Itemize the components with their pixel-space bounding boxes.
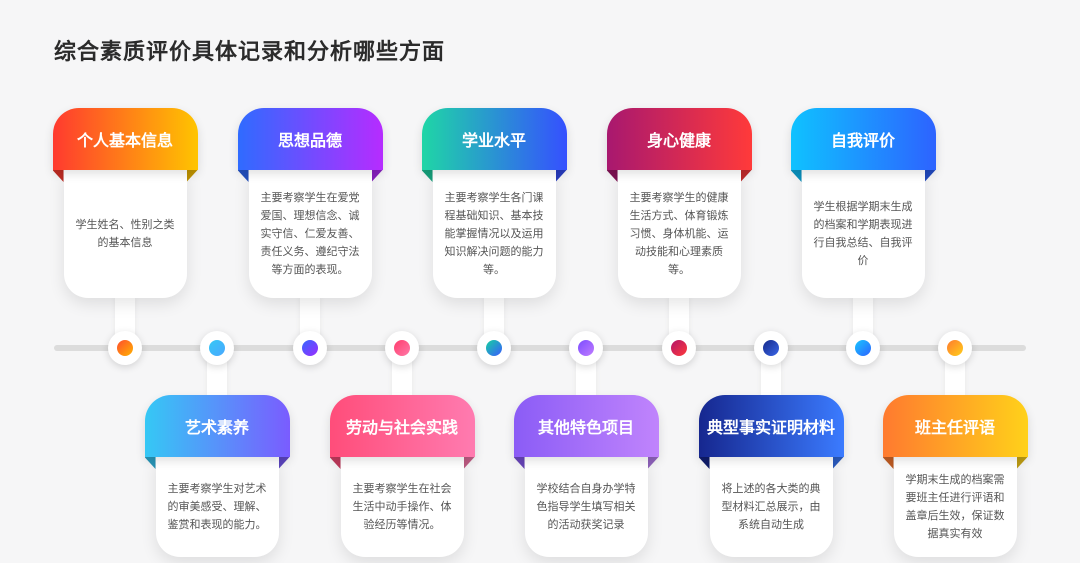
card-description: 学校结合自身办学特色指导学生填写相关的活动获奖记录	[524, 457, 648, 557]
ribbon-fold-left	[421, 170, 433, 182]
card-description: 将上述的各大类的典型材料汇总展示，由系统自动生成	[709, 457, 833, 557]
card-title: 典型事实证明材料	[706, 418, 835, 437]
card-description: 主要考察学生对艺术的审美感受、理解、鉴赏和表现的能力。	[155, 457, 279, 557]
card-title: 思想品德	[277, 131, 342, 150]
timeline-dot	[763, 340, 779, 356]
timeline-node	[662, 331, 696, 365]
card-title: 自我评价	[830, 131, 895, 150]
card-description: 主要考察学生各门课程基础知识、基本技能掌握情况以及运用知识解决问题的能力等。	[432, 170, 556, 298]
ribbon-fold-left	[513, 457, 525, 469]
card-description: 学期末生成的档案需要班主任进行评语和盖章后生效，保证数据真实有效	[893, 457, 1017, 557]
card-6: 艺术素养主要考察学生对艺术的审美感受、理解、鉴赏和表现的能力。	[144, 395, 290, 557]
ribbon-fold-right	[555, 170, 567, 182]
timeline-dot	[302, 340, 318, 356]
card-description: 学生根据学期末生成的档案和学期表现进行自我总结、自我评价	[801, 170, 925, 298]
ribbon-fold-right	[463, 457, 475, 469]
timeline-node	[477, 331, 511, 365]
card-title: 劳动与社会实践	[345, 418, 458, 437]
card-header: 其他特色项目	[513, 395, 659, 457]
ribbon-fold-right	[647, 457, 659, 469]
card-8: 其他特色项目学校结合自身办学特色指导学生填写相关的活动获奖记录	[513, 395, 659, 557]
card-title: 其他特色项目	[537, 418, 634, 437]
card-header: 艺术素养	[144, 395, 290, 457]
card-3: 学业水平主要考察学生各门课程基础知识、基本技能掌握情况以及运用知识解决问题的能力…	[421, 108, 567, 298]
card-description: 主要考察学生的健康生活方式、体育锻炼习惯、身体机能、运动技能和心理素质等。	[617, 170, 741, 298]
timeline-dot	[394, 340, 410, 356]
card-header: 个人基本信息	[52, 108, 198, 170]
card-2: 思想品德主要考察学生在爱党爱国、理想信念、诚实守信、仁爱友善、责任义务、遵纪守法…	[237, 108, 383, 298]
card-9: 典型事实证明材料将上述的各大类的典型材料汇总展示，由系统自动生成	[698, 395, 844, 557]
card-header: 劳动与社会实践	[329, 395, 475, 457]
timeline-node	[754, 331, 788, 365]
card-description: 主要考察学生在社会生活中动手操作、体验经历等情况。	[340, 457, 464, 557]
timeline-dot	[947, 340, 963, 356]
timeline-dot	[117, 340, 133, 356]
timeline-dot	[209, 340, 225, 356]
card-title: 身心健康	[646, 131, 711, 150]
ribbon-fold-left	[52, 170, 64, 182]
card-description: 主要考察学生在爱党爱国、理想信念、诚实守信、仁爱友善、责任义务、遵纪守法等方面的…	[248, 170, 372, 298]
ribbon-fold-left	[237, 170, 249, 182]
card-header: 典型事实证明材料	[698, 395, 844, 457]
timeline-node	[293, 331, 327, 365]
card-header: 思想品德	[237, 108, 383, 170]
card-5: 自我评价学生根据学期末生成的档案和学期表现进行自我总结、自我评价	[790, 108, 936, 298]
timeline-dot	[486, 340, 502, 356]
card-header: 班主任评语	[882, 395, 1028, 457]
card-title: 艺术素养	[184, 418, 249, 437]
ribbon-fold-left	[882, 457, 894, 469]
card-7: 劳动与社会实践主要考察学生在社会生活中动手操作、体验经历等情况。	[329, 395, 475, 557]
ribbon-fold-left	[790, 170, 802, 182]
ribbon-fold-left	[144, 457, 156, 469]
timeline-node	[200, 331, 234, 365]
ribbon-fold-right	[186, 170, 198, 182]
timeline-dot	[855, 340, 871, 356]
card-title: 个人基本信息	[76, 131, 173, 150]
card-10: 班主任评语学期末生成的档案需要班主任进行评语和盖章后生效，保证数据真实有效	[882, 395, 1028, 557]
card-title: 学业水平	[461, 131, 526, 150]
card-1: 个人基本信息学生姓名、性别之类的基本信息	[52, 108, 198, 298]
ribbon-fold-left	[698, 457, 710, 469]
card-header: 学业水平	[421, 108, 567, 170]
card-description: 学生姓名、性别之类的基本信息	[63, 170, 187, 298]
ribbon-fold-right	[371, 170, 383, 182]
ribbon-fold-right	[832, 457, 844, 469]
card-header: 身心健康	[606, 108, 752, 170]
card-title: 班主任评语	[914, 418, 995, 437]
page-title: 综合素质评价具体记录和分析哪些方面	[54, 40, 446, 65]
ribbon-fold-right	[924, 170, 936, 182]
timeline-node	[569, 331, 603, 365]
ribbon-fold-right	[1016, 457, 1028, 469]
timeline-node	[385, 331, 419, 365]
card-4: 身心健康主要考察学生的健康生活方式、体育锻炼习惯、身体机能、运动技能和心理素质等…	[606, 108, 752, 298]
ribbon-fold-right	[740, 170, 752, 182]
timeline-node	[108, 331, 142, 365]
ribbon-fold-left	[606, 170, 618, 182]
ribbon-fold-left	[329, 457, 341, 469]
timeline-node	[846, 331, 880, 365]
timeline-line	[54, 345, 1026, 351]
timeline-node	[938, 331, 972, 365]
timeline-dot	[671, 340, 687, 356]
card-header: 自我评价	[790, 108, 936, 170]
ribbon-fold-right	[278, 457, 290, 469]
timeline-dot	[578, 340, 594, 356]
